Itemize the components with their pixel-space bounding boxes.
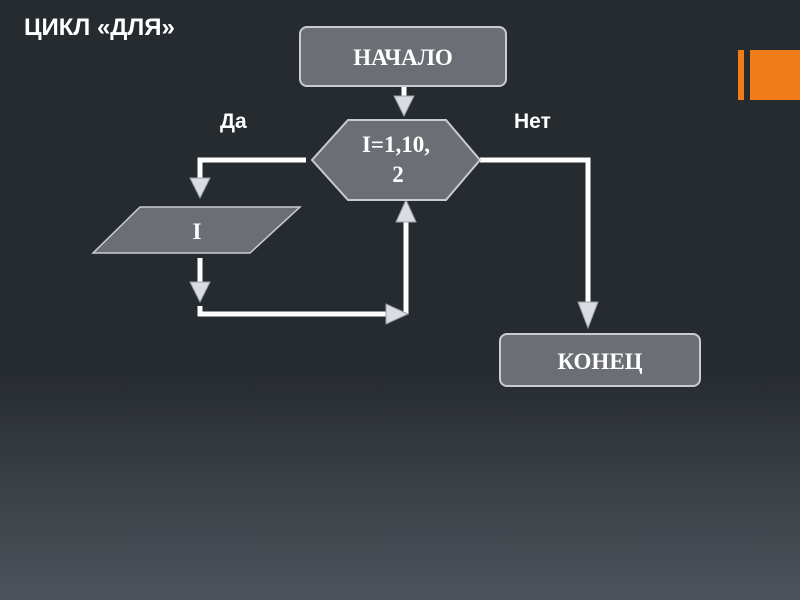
connectors xyxy=(197,86,591,317)
loop-node-label-line1: I=1,10, xyxy=(362,132,430,157)
arrowhead-down-icon xyxy=(189,281,211,304)
branch-label-no: Нет xyxy=(514,110,551,133)
end-node-shape xyxy=(499,333,701,387)
start-node-shape xyxy=(299,26,507,87)
end-node-label: КОНЕЦ xyxy=(557,349,642,374)
branch-label-yes: Да xyxy=(220,110,247,133)
slide-title: ЦИКЛ «ДЛЯ» xyxy=(24,14,175,41)
loop-node-label-line2: 2 xyxy=(392,162,404,187)
connector-loop-yes xyxy=(197,157,306,178)
start-node[interactable]: НАЧАЛО xyxy=(299,26,507,87)
arrowhead-down-icon xyxy=(577,301,599,330)
connector-loop-no xyxy=(480,157,591,302)
output-node-label: I xyxy=(193,219,202,244)
start-node-label: НАЧАЛО xyxy=(353,45,453,70)
connector-loop-back xyxy=(197,306,386,317)
output-node[interactable]: I xyxy=(91,206,302,254)
accent-block xyxy=(750,50,800,100)
loop-node-shape xyxy=(310,119,482,201)
accent-bar xyxy=(738,50,744,100)
arrowhead-up-icon xyxy=(395,198,417,223)
arrowhead-down-icon xyxy=(393,95,415,118)
arrowheads xyxy=(189,95,599,330)
output-node-shape xyxy=(91,206,302,254)
end-node[interactable]: КОНЕЦ xyxy=(499,333,701,387)
arrowhead-right-icon xyxy=(385,303,410,325)
arrowhead-down-icon xyxy=(189,177,211,200)
loop-node[interactable]: I=1,10, 2 xyxy=(310,119,482,201)
